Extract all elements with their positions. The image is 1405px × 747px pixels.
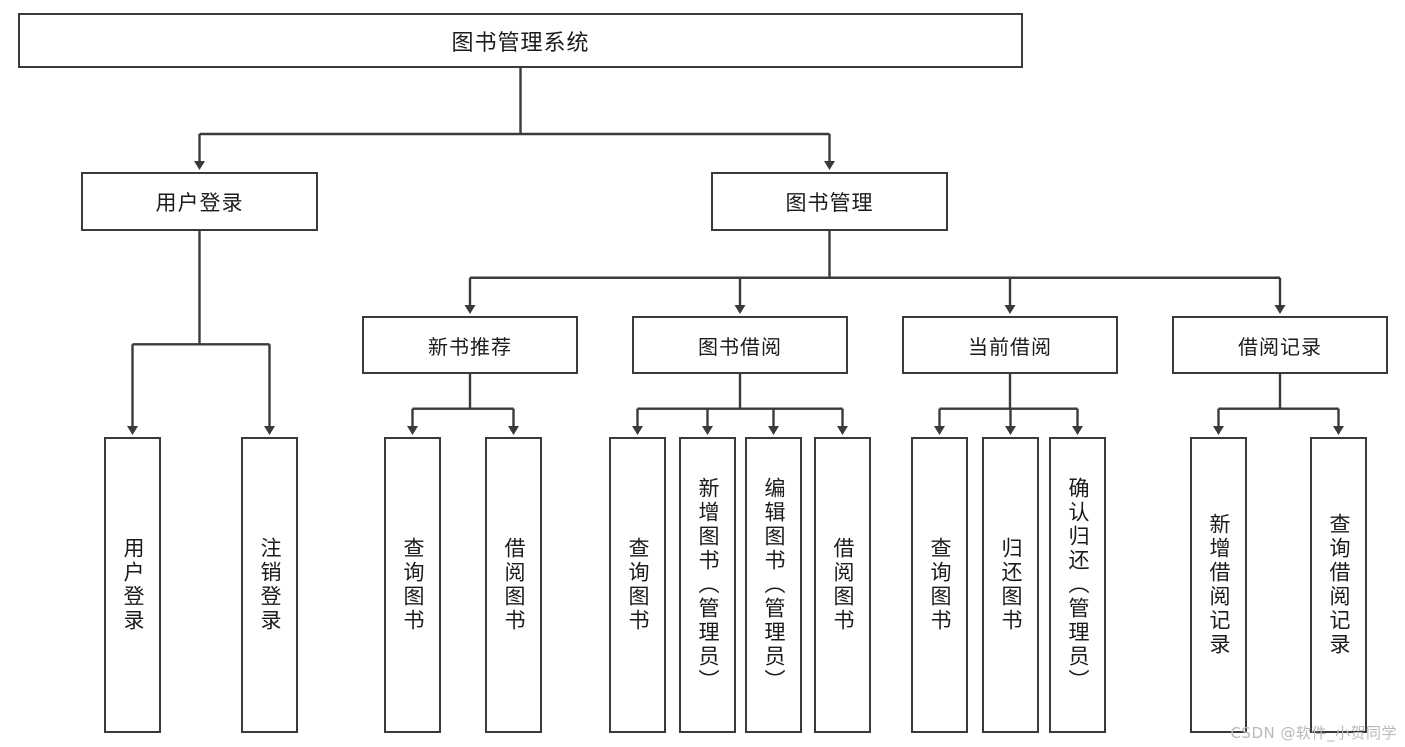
- node-label: 查询借阅记录: [1326, 513, 1351, 657]
- node-book-borrow[interactable]: 图书借阅: [632, 316, 848, 374]
- node-label: 编辑图书（管理员）: [761, 477, 786, 693]
- node-leaf-borrow-book-1[interactable]: 借阅图书: [485, 437, 542, 733]
- node-label: 新增借阅记录: [1206, 513, 1231, 657]
- node-leaf-edit-book-admin[interactable]: 编辑图书（管理员）: [745, 437, 802, 733]
- node-leaf-logout-login[interactable]: 注销登录: [241, 437, 298, 733]
- node-leaf-query-book-3[interactable]: 查询图书: [911, 437, 968, 733]
- node-user-login[interactable]: 用户登录: [81, 172, 318, 231]
- node-leaf-add-book-admin[interactable]: 新增图书（管理员）: [679, 437, 736, 733]
- csdn-watermark: CSDN @软件_小贺同学: [1230, 724, 1397, 742]
- node-leaf-query-book-1[interactable]: 查询图书: [384, 437, 441, 733]
- node-label: 用户登录: [155, 190, 244, 215]
- node-label: 借阅记录: [1238, 334, 1322, 359]
- node-leaf-confirm-return-admin[interactable]: 确认归还（管理员）: [1049, 437, 1106, 733]
- node-label: 图书管理系统: [451, 30, 590, 56]
- node-label: 归还图书: [998, 537, 1023, 633]
- node-label: 图书管理: [785, 190, 874, 215]
- node-root[interactable]: 图书管理系统: [18, 13, 1023, 68]
- node-leaf-query-book-2[interactable]: 查询图书: [609, 437, 666, 733]
- node-label: 图书借阅: [698, 334, 782, 359]
- node-label: 确认归还（管理员）: [1065, 477, 1090, 693]
- node-leaf-return-book[interactable]: 归还图书: [982, 437, 1039, 733]
- node-new-book-recommend[interactable]: 新书推荐: [362, 316, 578, 374]
- node-leaf-add-borrow-record[interactable]: 新增借阅记录: [1190, 437, 1247, 733]
- node-label: 新增图书（管理员）: [695, 477, 720, 693]
- node-label: 用户登录: [120, 537, 145, 633]
- node-label: 注销登录: [257, 537, 282, 633]
- node-label: 查询图书: [625, 537, 650, 633]
- node-borrow-record[interactable]: 借阅记录: [1172, 316, 1388, 374]
- node-label: 查询图书: [927, 537, 952, 633]
- node-label: 查询图书: [400, 537, 425, 633]
- node-label: 新书推荐: [428, 334, 512, 359]
- node-book-manage[interactable]: 图书管理: [711, 172, 948, 231]
- node-leaf-borrow-book-2[interactable]: 借阅图书: [814, 437, 871, 733]
- node-label: 借阅图书: [501, 537, 526, 633]
- node-label: 借阅图书: [830, 537, 855, 633]
- node-leaf-user-login[interactable]: 用户登录: [104, 437, 161, 733]
- node-label: 当前借阅: [968, 334, 1052, 359]
- node-leaf-query-borrow-record[interactable]: 查询借阅记录: [1310, 437, 1367, 733]
- node-current-borrow[interactable]: 当前借阅: [902, 316, 1118, 374]
